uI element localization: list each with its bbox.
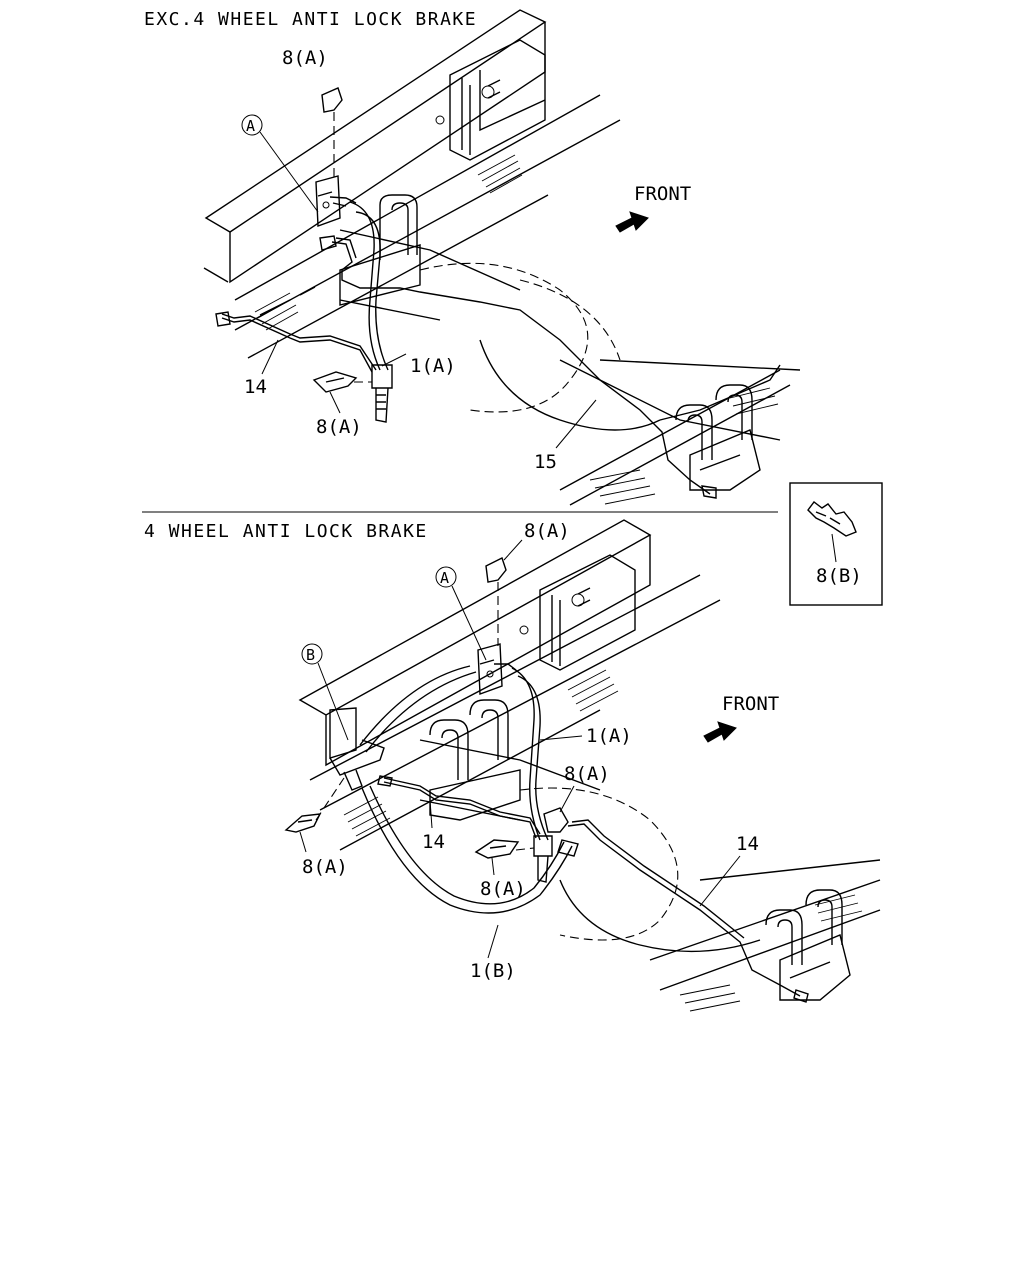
top-callout-clip-lower: 8(A) <box>316 416 362 438</box>
bottom-u-bolt-left <box>429 699 521 821</box>
bottom-front-label: FRONT <box>722 693 779 715</box>
top-clip-lower-icon <box>312 371 372 393</box>
top-callout-hose: 1(A) <box>410 355 456 377</box>
bottom-callout-clip-center: 8(A) <box>480 878 526 900</box>
bottom-hose-1a <box>477 643 553 883</box>
top-frame-rail <box>203 9 621 359</box>
bottom-circle-b-icon: B <box>301 643 349 741</box>
bottom-section-title: 4 WHEEL ANTI LOCK BRAKE <box>144 521 428 542</box>
top-u-bolt-right <box>675 384 761 491</box>
top-callout-pipe-15: 15 <box>534 451 557 473</box>
bottom-pipe-14-right <box>567 819 809 1003</box>
top-pipe-14 <box>215 311 377 373</box>
bottom-clip-right-icon <box>543 807 569 833</box>
bottom-callout-pipe-14-right: 14 <box>736 833 759 855</box>
bottom-frame-rail <box>298 519 721 851</box>
top-rear-axle <box>339 229 801 506</box>
top-clip-upper-icon <box>321 87 343 178</box>
clip-8b-icon <box>807 501 857 537</box>
bottom-callout-hose-a: 1(A) <box>586 725 632 747</box>
top-front-label: FRONT <box>634 183 691 205</box>
svg-text:B: B <box>306 646 315 664</box>
bottom-callout-pipe-14-left: 14 <box>422 831 445 853</box>
svg-text:A: A <box>246 117 255 135</box>
top-callout-pipe-14: 14 <box>244 376 267 398</box>
top-callout-clip-upper: 8(A) <box>282 47 328 69</box>
bottom-callout-hose-b: 1(B) <box>470 960 516 982</box>
top-front-arrow-icon <box>615 211 649 233</box>
top-u-bolt-left <box>339 194 421 306</box>
top-hose-1a <box>315 175 393 423</box>
top-circle-a-icon: A <box>241 114 319 213</box>
top-pipe-15 <box>319 235 717 499</box>
bottom-hose-1b <box>329 665 579 914</box>
bottom-callout-clip-top: 8(A) <box>524 520 570 542</box>
bottom-callout-clip-right: 8(A) <box>564 763 610 785</box>
inset-box: 8(B) <box>789 482 883 606</box>
inset-label: 8(B) <box>816 565 862 587</box>
top-section-title: EXC.4 WHEEL ANTI LOCK BRAKE <box>144 9 477 30</box>
bottom-circle-a-icon: A <box>435 566 487 661</box>
bottom-pipe-14-left <box>377 775 541 839</box>
bottom-section: 4 WHEEL ANTI LOCK BRAKE <box>144 519 881 1012</box>
bottom-front-arrow-icon <box>703 721 737 743</box>
bottom-u-bolt-right <box>765 889 851 1001</box>
bottom-callout-clip-left: 8(A) <box>302 856 348 878</box>
top-section: EXC.4 WHEEL ANTI LOCK BRAKE <box>144 9 801 506</box>
bottom-clip-center-icon <box>474 839 535 859</box>
svg-text:A: A <box>440 569 449 587</box>
bottom-clip-top-icon <box>485 557 507 646</box>
bottom-clip-left-icon <box>284 777 345 833</box>
bottom-rear-axle <box>419 739 881 1012</box>
